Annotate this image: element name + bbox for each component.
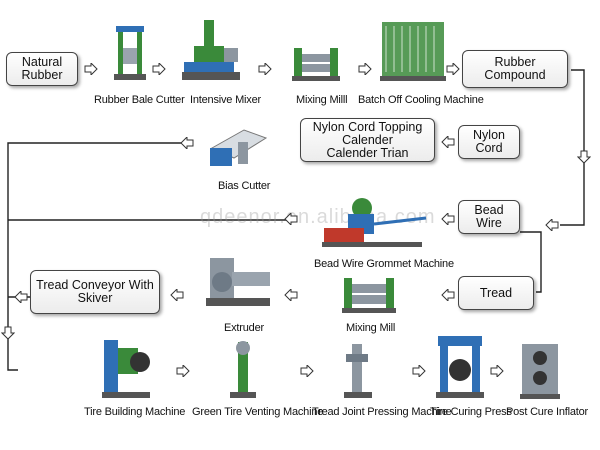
bead-wire-box: Bead Wire [458,200,520,234]
tread-conveyor-label: Tread Conveyor With Skiver [36,278,154,305]
intensive-mixer-label: Intensive Mixer [190,94,261,106]
connector-left-vertical [7,142,185,371]
natural-rubber-label: Natural Rubber [21,55,63,82]
arrow-down-icon [577,150,591,164]
bias-cutter-image [210,129,268,166]
arrow-left-icon [284,289,298,301]
tire-curing-press-label: Tire Curing Press [430,406,512,418]
arrow-left-icon [545,219,559,231]
connector-compound-right [571,69,585,150]
arrow-right-icon [176,365,190,377]
arrow-right-icon [446,63,460,75]
tread-box: Tread [458,276,534,310]
mixing-mill-mid-label: Mixing Mill [346,322,396,334]
bead-wire-grommet-image [322,198,427,247]
tire-curing-press-image [436,336,484,398]
bead-wire-grommet-label: Bead Wire Grommet Machine [314,258,454,270]
rubber-compound-label: Rubber Compound [484,55,546,82]
mixing-mill-top-label: Mixing Milll [296,94,348,106]
arrow-left-icon [284,213,298,225]
tread-conveyor-box: Tread Conveyor With Skiver [30,270,160,314]
arrow-left-icon [180,137,194,149]
nylon-cord-label: Nylon Cord [473,128,505,155]
green-tire-venting-image [230,341,256,398]
rubber-compound-box: Rubber Compound [462,50,568,88]
arrow-left-icon [441,136,455,148]
nylon-cord-box: Nylon Cord [458,125,520,159]
arrow-right-icon [358,63,372,75]
arrow-left-icon [14,291,28,303]
green-tire-venting-label: Green Tire Venting Machine [192,406,324,418]
arrow-right-icon [152,63,166,75]
arrow-right-icon [258,63,272,75]
post-cure-inflator-image [520,344,560,399]
mixing-mill-image [292,48,340,81]
natural-rubber-box: Natural Rubber [6,52,78,86]
batch-off-cooling-image [380,22,446,81]
extruder-label: Extruder [224,322,264,334]
batch-off-cooling-label: Batch Off Cooling Machine [358,94,484,106]
tread-joint-pressing-label: Tread Joint Pressing Machine [312,406,452,418]
mixing-mill-mid-image [342,278,396,313]
arrow-right-icon [490,365,504,377]
post-cure-inflator-label: Post Cure Inflator [506,406,588,418]
arrow-right-icon [300,365,314,377]
bias-cutter-label: Bias Cutter [218,180,271,192]
nylon-cord-topping-box: Nylon Cord Topping Calender Calender Tri… [300,118,435,162]
connector-tread-up [520,231,542,293]
tire-building-machine-image [102,340,150,398]
tread-label: Tread [479,285,513,300]
arrow-left-icon [441,289,455,301]
arrow-down-icon [1,326,15,340]
arrow-right-icon [412,365,426,377]
arrow-left-icon [170,289,184,301]
nylon-cord-topping-line2: Calender Trian [326,145,409,160]
nylon-cord-topping-line1: Nylon Cord Topping Calender [312,119,423,147]
arrow-right-icon [84,63,98,75]
rubber-bale-cutter-label: Rubber Bale Cutter [94,94,185,106]
connector-right-to-bead [560,150,585,226]
bead-wire-label: Bead Wire [474,203,504,230]
tread-joint-pressing-image [344,344,372,398]
intensive-mixer-image [182,20,240,80]
arrow-left-icon [441,213,455,225]
tire-building-machine-label: Tire Building Machine [84,406,186,418]
rubber-bale-cutter-image [114,26,146,80]
extruder-image [206,258,270,306]
